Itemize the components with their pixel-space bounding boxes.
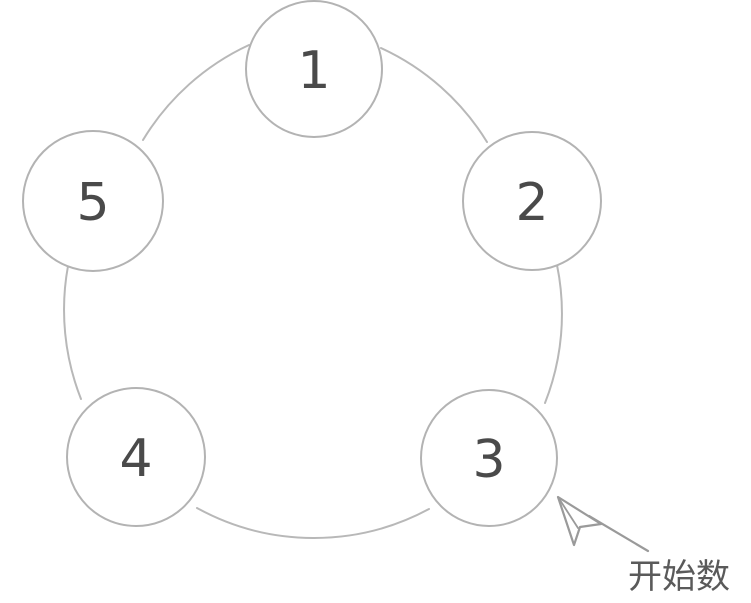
link-arcs <box>63 44 563 539</box>
node-5-label: 5 <box>76 173 109 233</box>
node-2-circle[interactable] <box>462 131 602 271</box>
node-1-label: 1 <box>297 41 330 101</box>
node-5[interactable]: 5 <box>22 130 164 272</box>
node-4-label: 4 <box>119 429 152 489</box>
link-arc-2-to-3 <box>544 264 563 404</box>
annotation-arrow-head-crease <box>557 496 579 529</box>
link-arc-3-to-4 <box>196 507 430 539</box>
link-arc-1-to-2 <box>380 47 488 143</box>
node-3-circle[interactable] <box>420 389 558 527</box>
annotation-arrow <box>556 495 650 553</box>
annotation-arrow-head-icon <box>556 495 603 547</box>
link-arc-5-to-1 <box>142 44 250 141</box>
node-2-label: 2 <box>515 173 548 233</box>
node-3[interactable]: 3 <box>420 389 558 527</box>
node-1[interactable]: 1 <box>245 0 383 138</box>
annotation-label: 开始数 <box>628 557 730 597</box>
node-5-circle[interactable] <box>22 130 164 272</box>
node-1-circle[interactable] <box>245 0 383 138</box>
node-3-label: 3 <box>472 430 505 490</box>
link-arc-4-to-5 <box>63 265 82 400</box>
node-4-circle[interactable] <box>66 387 206 527</box>
node-2[interactable]: 2 <box>462 131 602 271</box>
node-4[interactable]: 4 <box>66 387 206 527</box>
